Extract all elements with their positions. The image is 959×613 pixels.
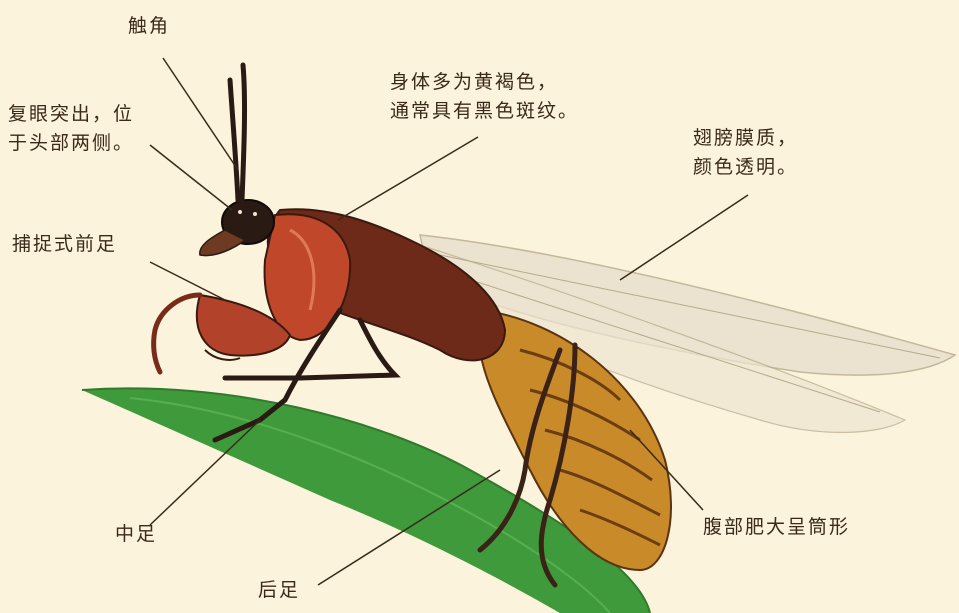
thorax [265, 209, 505, 360]
leader-antenna [163, 58, 238, 170]
label-hind-leg: 后足 [258, 576, 300, 605]
label-body-color-line-1: 身体多为黄褐色， [390, 68, 579, 97]
label-compound-eye-line-2: 于头部两侧。 [8, 129, 134, 158]
head [200, 200, 274, 256]
label-forelegs: 捕捉式前足 [12, 230, 117, 259]
label-hind-leg-text: 后足 [258, 579, 300, 601]
leader-compound-eye [150, 145, 232, 210]
leader-wings [620, 195, 748, 280]
label-middle-leg: 中足 [115, 520, 157, 549]
label-wings-line-1: 翅膀膜质， [693, 124, 798, 153]
label-wings-line-2: 颜色透明。 [693, 153, 798, 182]
label-middle-leg-text: 中足 [115, 523, 157, 545]
label-forelegs-text: 捕捉式前足 [12, 233, 117, 255]
label-wings: 翅膀膜质， 颜色透明。 [693, 124, 798, 182]
leader-body-color [338, 137, 478, 220]
antennae [230, 65, 245, 200]
label-abdomen: 腹部肥大呈筒形 [703, 513, 850, 542]
label-antenna-text: 触角 [128, 15, 170, 37]
label-compound-eye: 复眼突出，位 于头部两侧。 [8, 100, 134, 158]
label-body-color-line-2: 通常具有黑色斑纹。 [390, 97, 579, 126]
label-antenna: 触角 [128, 12, 170, 41]
label-body-color: 身体多为黄褐色， 通常具有黑色斑纹。 [390, 68, 579, 126]
label-abdomen-text: 腹部肥大呈筒形 [703, 516, 850, 538]
label-compound-eye-line-1: 复眼突出，位 [8, 100, 134, 129]
